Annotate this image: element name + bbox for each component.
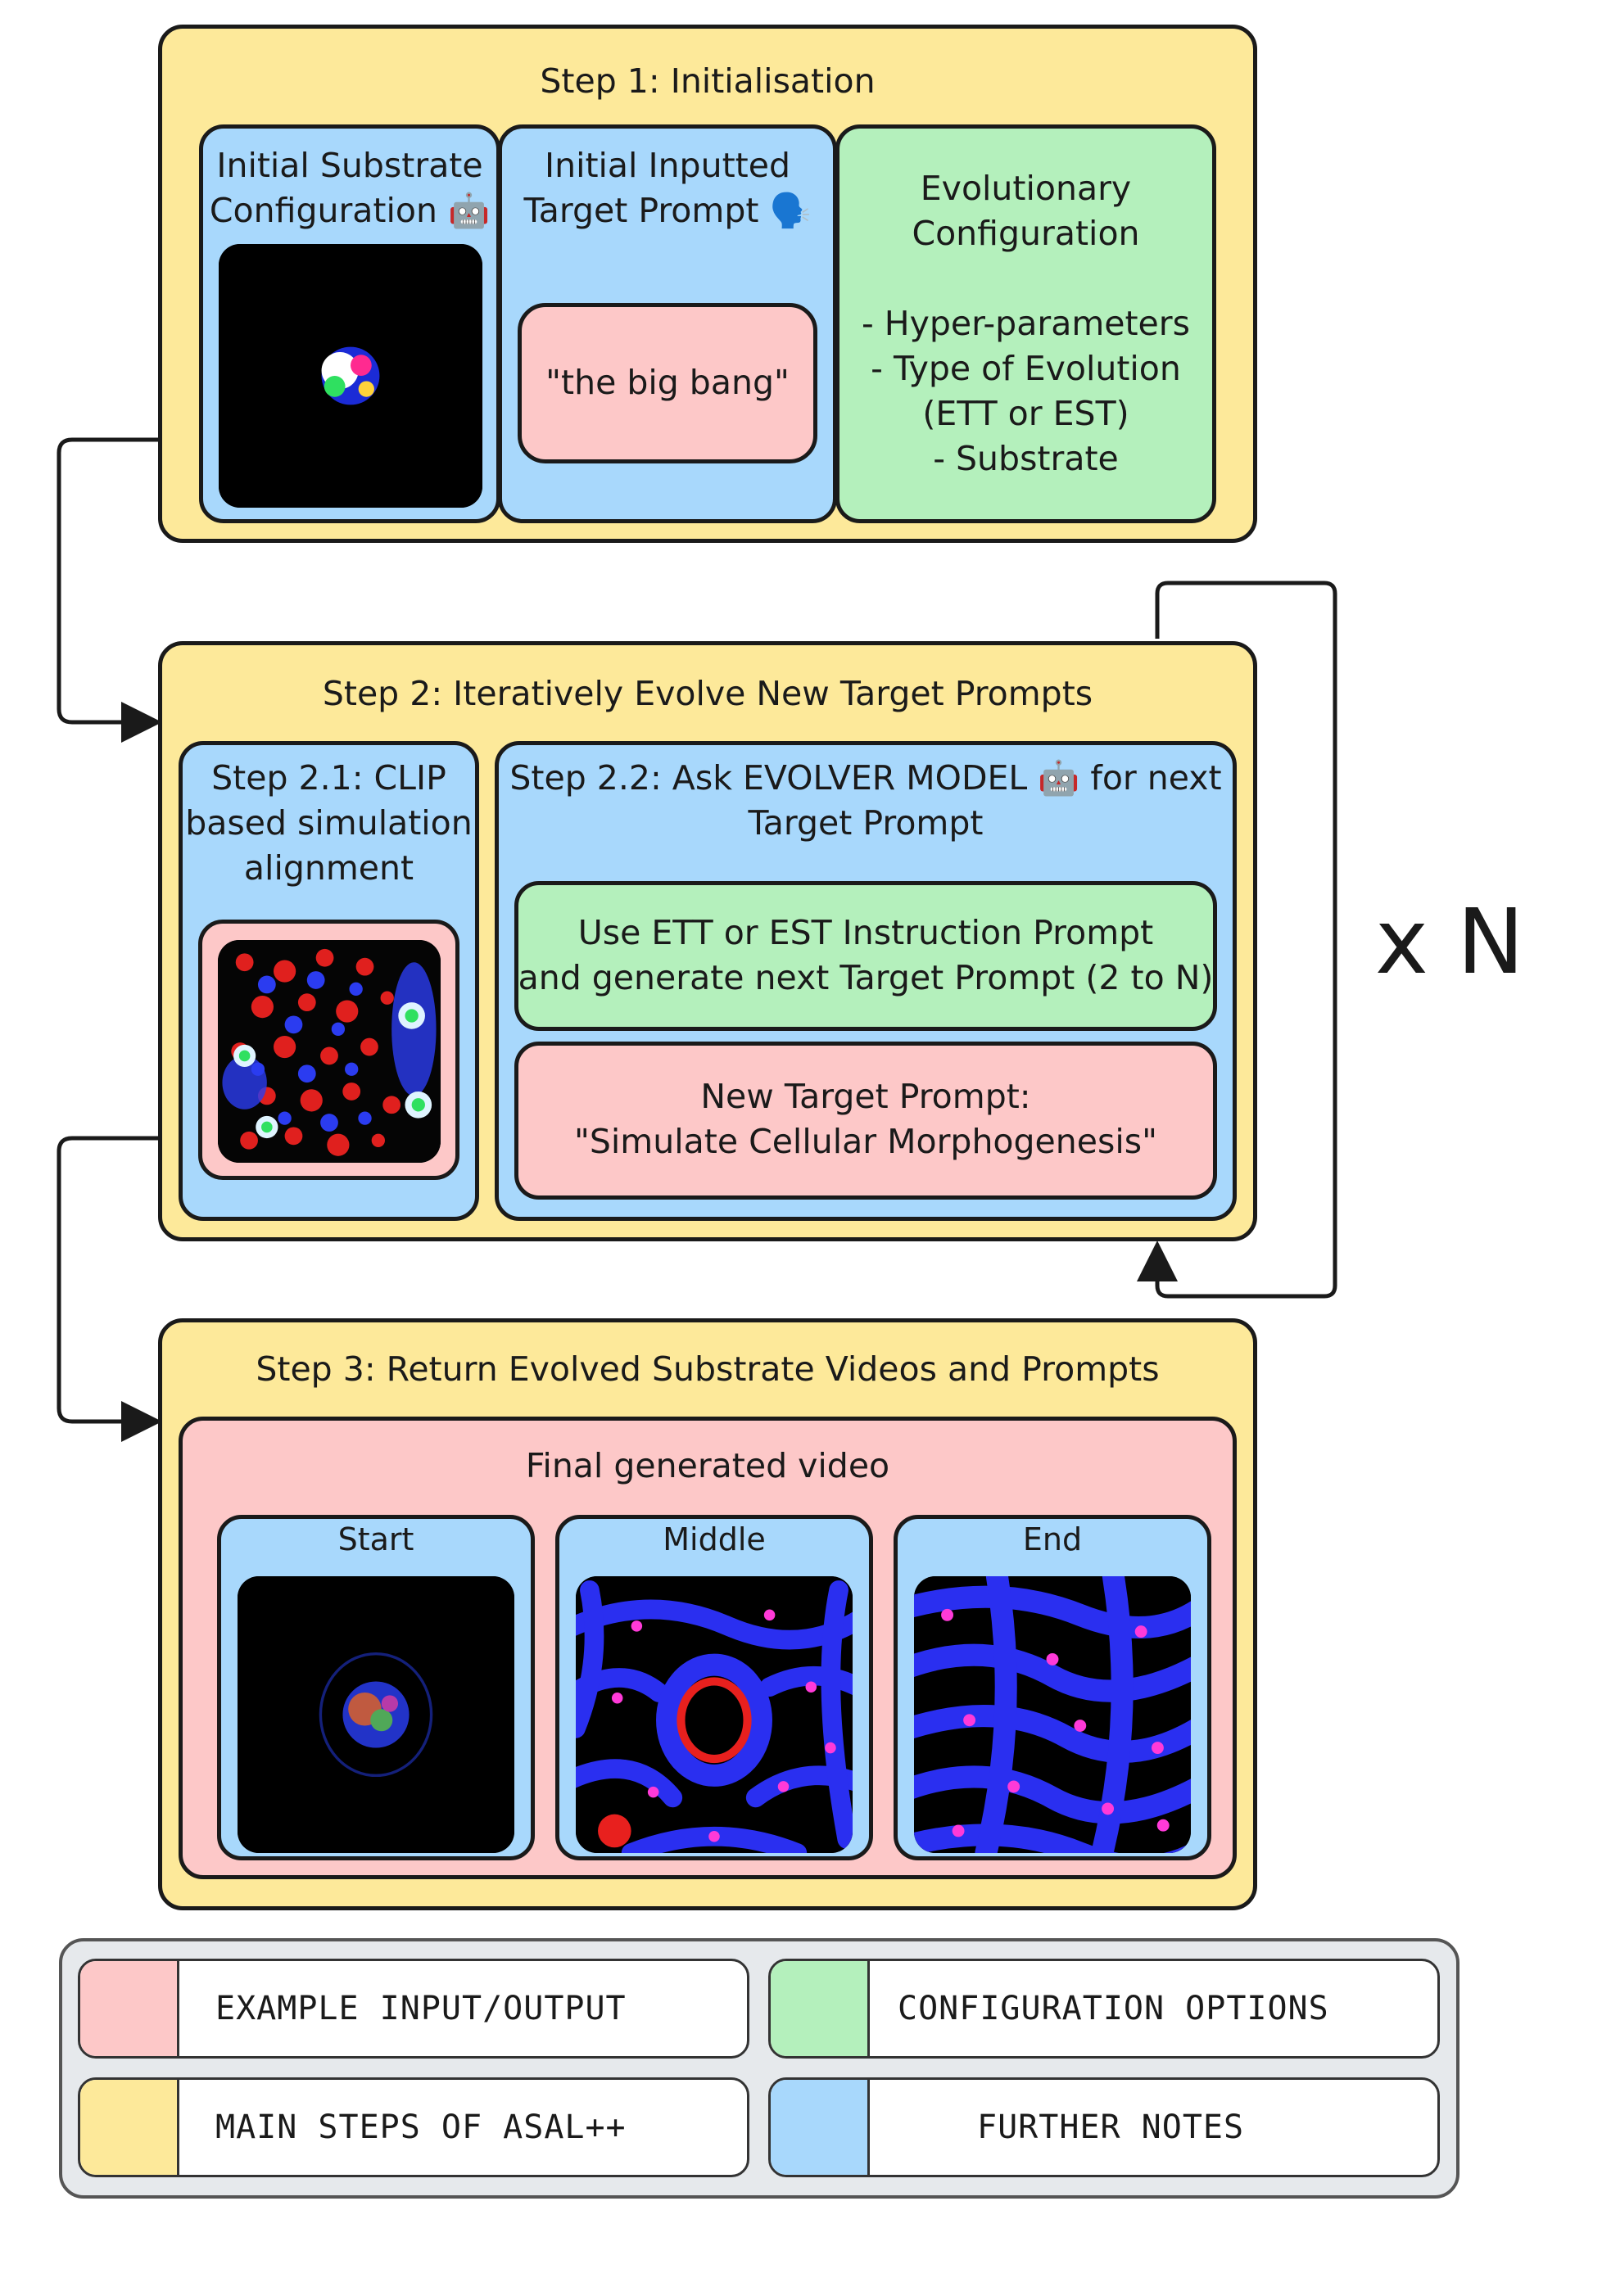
step1-title: Step 1: Initialisation <box>158 59 1257 104</box>
legend-item-main-steps: MAIN STEPS OF ASAL++ <box>78 2077 749 2177</box>
legend-label-example: EXAMPLE INPUT/OUTPUT <box>215 1961 627 2056</box>
instruction-prompt-text: Use ETT or EST Instruction Prompt and ge… <box>514 911 1217 1001</box>
legend-item-notes: FURTHER NOTES <box>768 2077 1440 2177</box>
clip-alignment-image <box>218 940 441 1163</box>
frame-start-image <box>238 1576 514 1853</box>
legend-label-config: CONFIGURATION OPTIONS <box>898 1961 1329 2056</box>
legend-item-config: CONFIGURATION OPTIONS <box>768 1959 1440 2059</box>
legend-swatch-example <box>80 1961 179 2056</box>
legend-item-example: EXAMPLE INPUT/OUTPUT <box>78 1959 749 2059</box>
frame-middle-label: Middle <box>555 1519 873 1560</box>
frame-middle-image <box>576 1576 853 1853</box>
arrow-step2-to-step3 <box>59 1138 160 1421</box>
step3-title: Step 3: Return Evolved Substrate Videos … <box>158 1347 1257 1392</box>
clip-alignment-title: Step 2.1: CLIP based simulation alignmen… <box>179 756 479 891</box>
legend-swatch-config <box>771 1961 870 2056</box>
final-video-title: Final generated video <box>179 1444 1237 1489</box>
step2-title: Step 2: Iteratively Evolve New Target Pr… <box>158 671 1257 716</box>
initial-substrate-image <box>219 244 482 508</box>
legend-swatch-notes <box>771 2080 870 2175</box>
new-target-prompt-text: New Target Prompt: "Simulate Cellular Mo… <box>514 1074 1217 1164</box>
loop-label: x N <box>1360 888 1540 995</box>
evolutionary-config-text: Evolutionary Configuration - Hyper-param… <box>835 166 1216 481</box>
frame-end-label: End <box>894 1519 1211 1560</box>
initial-substrate-title: Initial Substrate Configuration 🤖 <box>199 143 500 233</box>
frame-end-image <box>914 1576 1191 1853</box>
legend-swatch-main-steps <box>80 2080 179 2175</box>
initial-prompt-title: Initial Inputted Target Prompt 🗣️ <box>498 143 837 233</box>
frame-start-label: Start <box>217 1519 535 1560</box>
initial-prompt-value: "the big bang" <box>518 360 817 405</box>
evolver-model-title: Step 2.2: Ask EVOLVER MODEL 🤖 for next T… <box>495 756 1237 846</box>
legend-label-notes: FURTHER NOTES <box>977 2080 1244 2175</box>
legend-label-main-steps: MAIN STEPS OF ASAL++ <box>215 2080 627 2175</box>
arrow-step1-to-step2 <box>59 440 160 722</box>
